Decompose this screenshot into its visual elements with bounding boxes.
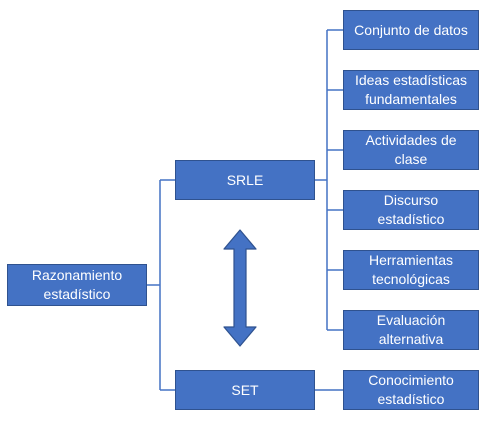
double-arrow-icon: [223, 229, 257, 347]
node-label: SET: [231, 381, 259, 398]
node-srle: SRLE: [175, 160, 315, 200]
node-label: Conjunto de datos: [354, 21, 468, 38]
node-conocimiento-estadistico: Conocimiento estadístico: [343, 370, 479, 410]
node-label: Herramientas tecnológicas: [368, 252, 454, 287]
node-evaluacion-alternativa: Evaluación alternativa: [343, 310, 479, 350]
node-label: Evaluación alternativa: [376, 312, 446, 347]
node-set: SET: [175, 370, 315, 410]
node-actividades-de-clase: Actividades de clase: [343, 130, 479, 170]
node-discurso-estadistico: Discurso estadístico: [343, 190, 479, 230]
node-label: Razonamiento estadístico: [31, 267, 123, 302]
node-herramientas-tecnologicas: Herramientas tecnológicas: [343, 250, 479, 290]
node-ideas-estadisticas: Ideas estadísticas fundamentales: [343, 70, 479, 110]
node-label: SRLE: [226, 171, 264, 188]
node-label: Actividades de clase: [365, 132, 457, 167]
node-label: Discurso estadístico: [377, 192, 445, 227]
node-label: Conocimiento estadístico: [368, 372, 454, 407]
node-razonamiento-estadistico: Razonamiento estadístico: [7, 264, 147, 306]
node-conjunto-de-datos: Conjunto de datos: [343, 10, 479, 50]
node-label: Ideas estadísticas fundamentales: [354, 72, 468, 107]
